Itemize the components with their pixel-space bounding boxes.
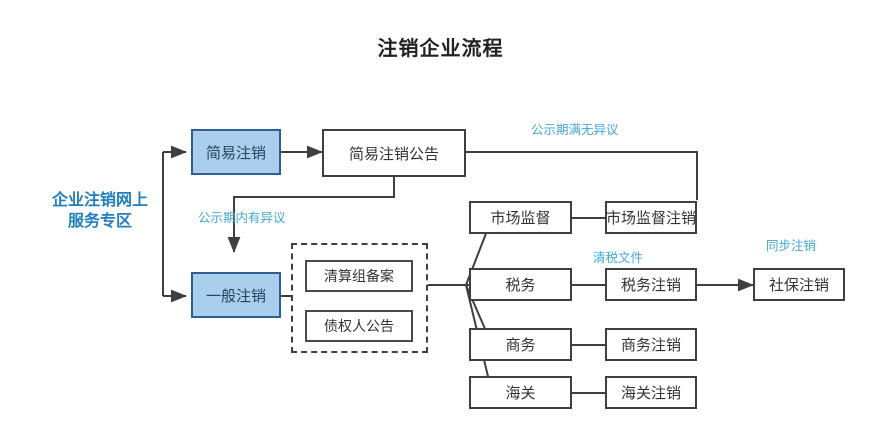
node-simple-cancel-notice-label: 简易注销公告: [348, 145, 439, 163]
entry-label: 企业注销网上 服务专区: [30, 190, 170, 232]
annotation-sync-cancel: 同步注销: [766, 239, 817, 253]
node-social-security-cancel-label: 社保注销: [768, 277, 829, 294]
node-market-supervision[interactable]: 市场监督: [469, 201, 572, 234]
node-general-cancel-label: 一般注销: [205, 287, 266, 305]
node-customs-cancel[interactable]: 海关注销: [605, 376, 697, 409]
node-creditor-notice[interactable]: 债权人公告: [305, 310, 413, 342]
node-market-supervision-label: 市场监督: [490, 210, 551, 227]
node-commerce-label: 商务: [505, 337, 536, 354]
node-liquidation-filing[interactable]: 清算组备案: [305, 260, 413, 292]
annotation-no-objection: 公示期满无异议: [531, 123, 619, 137]
node-general-cancel[interactable]: 一般注销: [191, 272, 281, 318]
node-tax-cancel[interactable]: 税务注销: [605, 268, 697, 301]
node-liquidation-filing-label: 清算组备案: [324, 268, 394, 284]
node-simple-cancel-label: 简易注销: [205, 144, 266, 162]
node-social-security-cancel[interactable]: 社保注销: [753, 268, 845, 301]
node-customs[interactable]: 海关: [469, 376, 572, 409]
node-simple-cancel-notice[interactable]: 简易注销公告: [322, 129, 466, 177]
node-simple-cancel[interactable]: 简易注销: [191, 129, 281, 175]
node-tax-label: 税务: [505, 277, 536, 294]
node-customs-cancel-label: 海关注销: [620, 385, 681, 402]
general-cancel-steps-group: [291, 243, 428, 353]
page-title: 注销企业流程: [377, 38, 504, 60]
node-tax-cancel-label: 税务注销: [620, 277, 681, 294]
node-commerce-cancel-label: 商务注销: [620, 337, 681, 354]
entry-label-line1: 企业注销网上: [51, 192, 148, 209]
node-commerce-cancel[interactable]: 商务注销: [605, 328, 697, 361]
annotation-tax-clearance-doc: 清税文件: [593, 251, 644, 265]
node-commerce[interactable]: 商务: [469, 328, 572, 361]
node-tax[interactable]: 税务: [469, 268, 572, 301]
node-market-supervision-cancel-label: 市场监督注销: [606, 210, 697, 227]
node-customs-label: 海关: [505, 385, 536, 402]
node-creditor-notice-label: 债权人公告: [324, 318, 394, 334]
node-market-supervision-cancel[interactable]: 市场监督注销: [605, 201, 697, 234]
annotation-objection: 公示期内有异议: [198, 211, 286, 225]
entry-label-line2: 服务专区: [67, 213, 132, 230]
